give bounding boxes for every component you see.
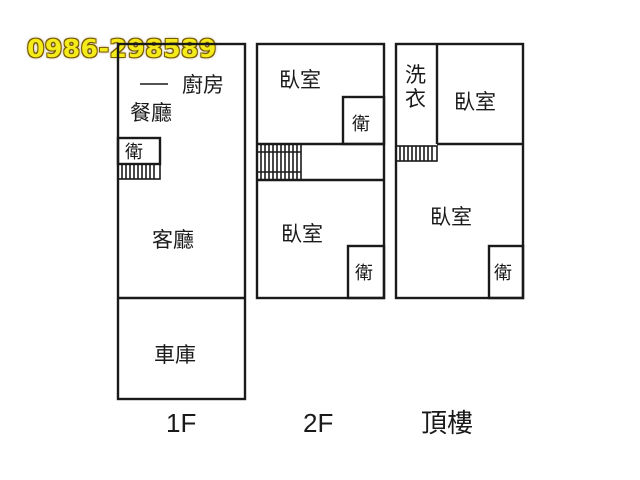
floor-label-1f: 1F — [166, 408, 196, 438]
room-living: 客廳 — [152, 228, 194, 252]
room-bedroom-2f-top: 臥室 — [279, 68, 321, 92]
room-laundry-line2: 衣 — [405, 87, 426, 111]
room-bedroom-2f-bottom: 臥室 — [281, 222, 323, 246]
floor-1f-outline — [116, 42, 247, 401]
floor-label-2f: 2F — [303, 408, 333, 438]
room-bath-2f-bottom: 衛 — [355, 263, 373, 284]
room-laundry-line1: 洗 — [405, 63, 426, 87]
stairs-2f — [257, 144, 302, 180]
room-kitchen: 廚房 — [182, 73, 224, 97]
room-bedroom-top-upper: 臥室 — [454, 90, 496, 114]
floor-2f-plan: 臥室 衛 臥室 衛 — [255, 42, 386, 300]
bath-2f-bottom-box — [346, 244, 386, 300]
room-bath-2f-top: 衛 — [352, 114, 370, 135]
room-garage: 車庫 — [154, 343, 196, 367]
bath-top-box — [487, 244, 525, 300]
floor-label-top: 頂樓 — [421, 408, 473, 438]
stairs-top — [395, 145, 438, 162]
floor-1f-plan: 廚房 餐廳 衛 客廳 車庫 — [116, 42, 247, 401]
room-bath-top: 衛 — [494, 263, 512, 284]
floor-2f-outline — [255, 42, 386, 300]
bath-2f-top-box — [341, 95, 386, 146]
stairs-1f — [117, 163, 161, 180]
phone-watermark: 0986-298589 — [27, 34, 217, 63]
laundry-char-1: 洗 — [405, 63, 426, 87]
floor-top-plan: 洗 衣 臥室 臥室 衛 — [394, 42, 525, 300]
laundry-char-2: 衣 — [405, 87, 426, 111]
room-dining: 餐廳 — [130, 101, 172, 125]
room-bath-1f: 衛 — [125, 142, 143, 163]
room-bedroom-top-lower: 臥室 — [430, 205, 472, 229]
floor-top-outline — [394, 42, 525, 300]
